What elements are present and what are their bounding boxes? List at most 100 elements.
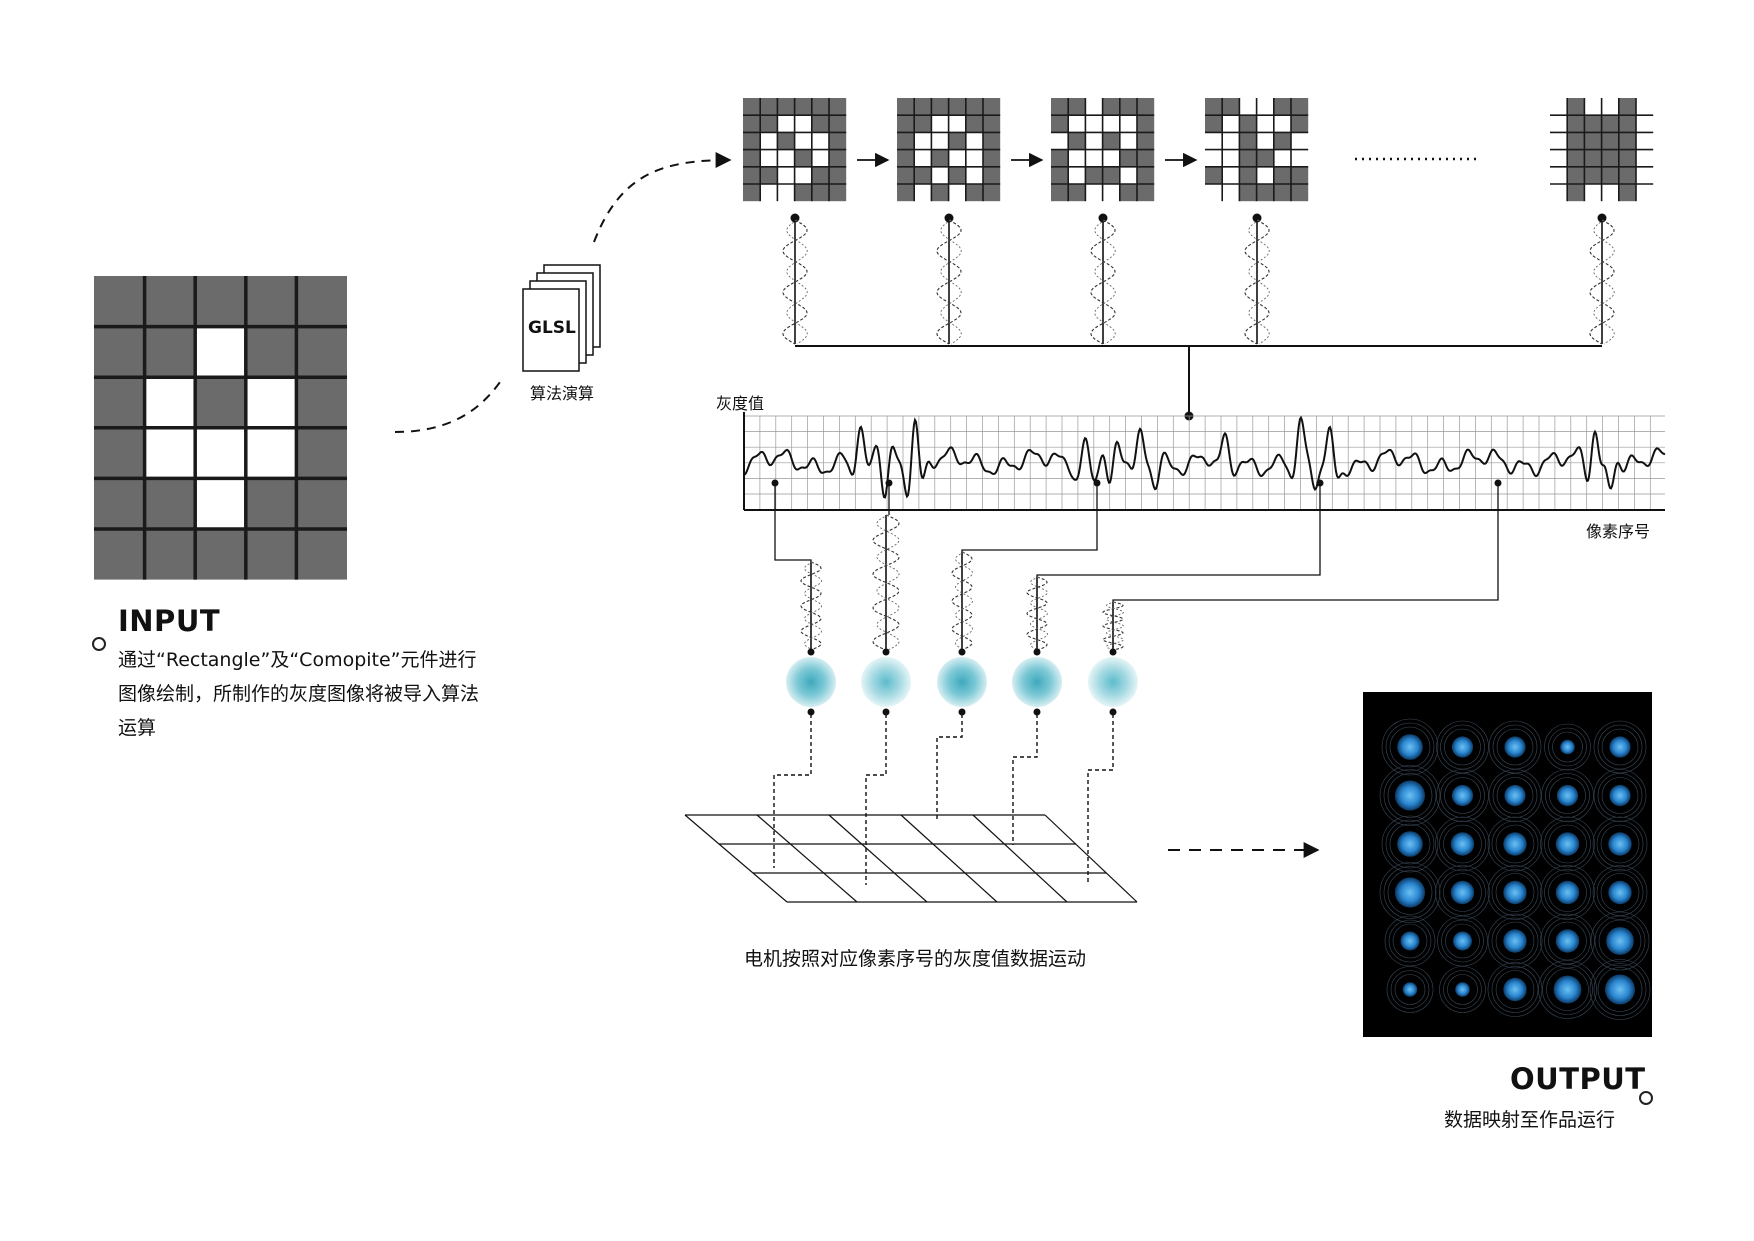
frame-pixel bbox=[948, 115, 966, 133]
input-pixel bbox=[94, 478, 145, 529]
dot-core bbox=[1503, 929, 1527, 953]
dot-ring bbox=[1548, 873, 1587, 912]
dot-core bbox=[1606, 927, 1634, 955]
output-description: 数据映射至作品运行 bbox=[1444, 1109, 1616, 1131]
spring-coil bbox=[872, 514, 900, 651]
input-pixel bbox=[195, 326, 246, 378]
frame-pixel bbox=[777, 184, 795, 202]
motor-sphere bbox=[1088, 657, 1138, 707]
frame-pixel bbox=[1222, 166, 1240, 184]
frame-pixel bbox=[794, 132, 812, 150]
frame-pixel bbox=[1222, 98, 1240, 116]
frame-pixel bbox=[829, 149, 847, 167]
input-description: 通过“Rectangle”及“Comopite”元件进行图像绘制，所制作的灰度图… bbox=[118, 649, 480, 739]
output-dot bbox=[1436, 769, 1489, 822]
dot-ring bbox=[1596, 820, 1644, 868]
spring-coil bbox=[955, 551, 973, 651]
dot-core bbox=[1556, 784, 1579, 807]
dot-ring bbox=[1491, 869, 1539, 916]
spring-coil bbox=[804, 561, 822, 651]
frame-pixel bbox=[1051, 115, 1069, 133]
frame-sequence bbox=[743, 98, 1654, 202]
dot-ring bbox=[1443, 873, 1482, 912]
dot-ring bbox=[1387, 773, 1433, 818]
dot-ring bbox=[1387, 870, 1433, 915]
dot-ring bbox=[1384, 915, 1436, 967]
motor-spring bbox=[872, 514, 900, 651]
frame-pixel bbox=[1601, 184, 1619, 202]
frame-pixel bbox=[1239, 98, 1257, 116]
frame-pixel bbox=[1102, 98, 1120, 116]
frame-pixel bbox=[829, 184, 847, 202]
frame-pixel bbox=[1618, 166, 1636, 184]
frame-pixel bbox=[1636, 149, 1654, 167]
frame-pixel bbox=[948, 166, 966, 184]
input-pixel bbox=[144, 326, 196, 378]
frame-pixel bbox=[1273, 132, 1291, 150]
dot-ring bbox=[1388, 919, 1432, 963]
input-pixel bbox=[195, 478, 246, 529]
input-pixel bbox=[296, 377, 347, 428]
frame-pixel bbox=[914, 132, 932, 150]
output-dot bbox=[1592, 865, 1648, 920]
frame-pixel bbox=[1618, 184, 1636, 202]
input-pixel bbox=[296, 529, 347, 580]
frame-pixel bbox=[897, 115, 915, 133]
frame-pixel bbox=[794, 166, 812, 184]
frame-pixel bbox=[1085, 149, 1103, 167]
frame-pixel bbox=[1256, 98, 1274, 116]
frame-pixel bbox=[1636, 98, 1654, 116]
dot-ring bbox=[1552, 731, 1583, 763]
motor-dashed-wire bbox=[865, 714, 887, 885]
frame-pixel bbox=[914, 115, 932, 133]
dot-ring bbox=[1491, 820, 1539, 868]
frame-pixel bbox=[1273, 184, 1291, 202]
frame-pixel bbox=[794, 115, 812, 133]
frame-pixel bbox=[743, 149, 761, 167]
dot-ring bbox=[1379, 862, 1441, 923]
dot-ring bbox=[1439, 820, 1486, 868]
waveform-xlabel: 像素序号 bbox=[1586, 522, 1651, 541]
dot-core bbox=[1503, 880, 1527, 905]
frame-pixel bbox=[1550, 98, 1568, 116]
dot-ring bbox=[1548, 921, 1587, 961]
spring-coil bbox=[800, 561, 822, 651]
dot-ring bbox=[1593, 769, 1647, 822]
frame-pixel bbox=[983, 115, 1001, 133]
frame-pixel bbox=[983, 184, 1001, 202]
flow-arrow-curve-upper bbox=[593, 152, 732, 243]
output-dot-grid bbox=[1379, 718, 1651, 1020]
frame-pixel bbox=[1222, 115, 1240, 133]
frame-pixel bbox=[1051, 166, 1069, 184]
floor-line bbox=[756, 814, 858, 903]
dot-ring bbox=[1392, 923, 1428, 959]
dot-ring bbox=[1444, 728, 1481, 766]
frame-node bbox=[1597, 213, 1607, 223]
frame-pixel bbox=[1085, 115, 1103, 133]
frame-pixel bbox=[1119, 132, 1137, 150]
frame-pixel bbox=[965, 166, 983, 184]
dot-ring bbox=[1544, 723, 1591, 771]
dot-core bbox=[1608, 832, 1632, 856]
dot-ring bbox=[1492, 773, 1538, 818]
dot-ring bbox=[1440, 773, 1485, 818]
output-dot bbox=[1436, 720, 1489, 774]
frame-pixel bbox=[1584, 132, 1602, 150]
motor-dashed-wire bbox=[936, 714, 963, 820]
input-pixel bbox=[245, 529, 297, 580]
waveform-ylabel: 灰度值 bbox=[716, 394, 765, 413]
frame-pixel bbox=[811, 98, 829, 116]
dot-ring bbox=[1491, 917, 1539, 965]
frame-pixel bbox=[1601, 149, 1619, 167]
spring-coil bbox=[1090, 219, 1116, 345]
frame-node bbox=[1252, 213, 1262, 223]
output-dot bbox=[1488, 720, 1542, 774]
frame-pixel bbox=[931, 166, 949, 184]
dot-ring bbox=[1440, 724, 1485, 770]
frame-pixel bbox=[1584, 149, 1602, 167]
motor-spring bbox=[1026, 576, 1048, 651]
glsl-caption: 算法演算 bbox=[530, 384, 595, 403]
frame-pixel bbox=[777, 132, 795, 150]
dot-ring bbox=[1596, 869, 1644, 916]
dot-core bbox=[1608, 880, 1632, 905]
